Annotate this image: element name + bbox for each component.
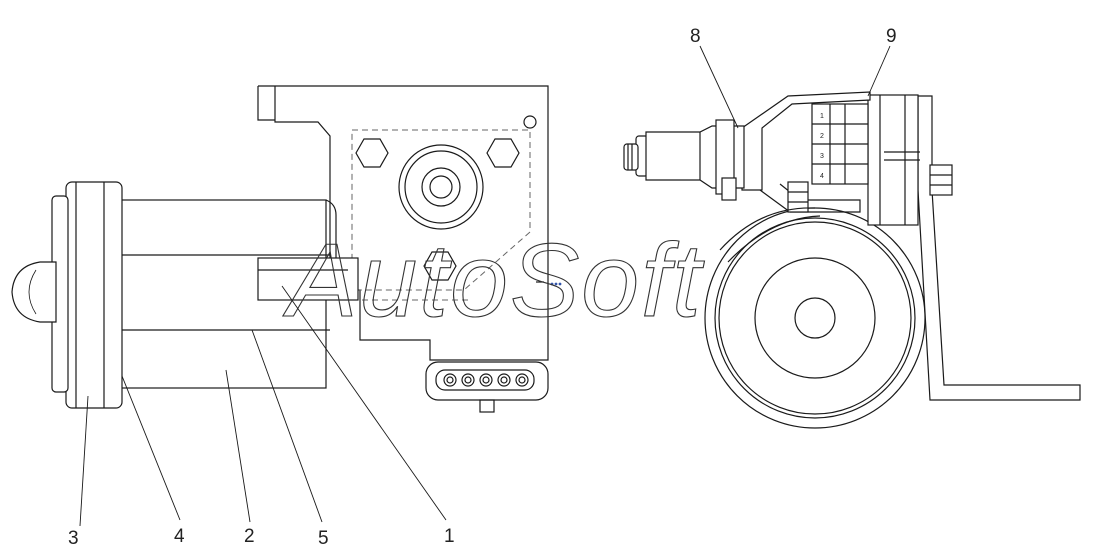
callout-label: 8 (690, 26, 701, 47)
callout-label: 3 (68, 528, 79, 549)
terminal-number: 4 (820, 173, 824, 180)
end-flange (65, 181, 123, 409)
terminal-number: 3 (820, 153, 824, 160)
callout-label: 4 (174, 526, 185, 547)
pulley-outer (704, 207, 926, 429)
right-view: 1 2 3 4 (623, 91, 1081, 429)
connector-pins (443, 373, 529, 387)
left-view (11, 85, 562, 413)
center-boss (398, 144, 484, 230)
sensor-plug (623, 119, 745, 201)
callout-label: 1 (444, 526, 455, 547)
end-cap (11, 261, 57, 323)
leader-lines (79, 45, 891, 527)
hex-nut-top-right (486, 138, 520, 168)
hex-nut-bottom (423, 251, 457, 281)
hex-nut-top-left (355, 138, 389, 168)
terminal-number: 1 (820, 113, 824, 120)
watermark-text: AutoSoft (282, 223, 705, 339)
terminal-number: 2 (820, 133, 824, 140)
callout-label: 9 (886, 26, 897, 47)
pulley-hub (794, 297, 836, 339)
mounting-strap (905, 95, 1081, 401)
callout-label: 2 (244, 526, 255, 547)
callout-label: 5 (318, 528, 329, 549)
